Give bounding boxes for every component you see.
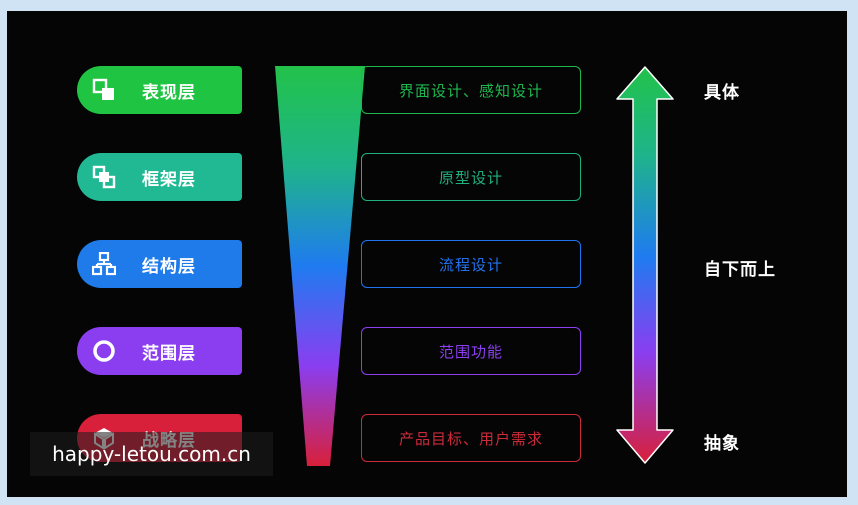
diagram-canvas: 表现层 框架层 结构层: [7, 11, 847, 497]
layer-description-box: 范围功能: [361, 327, 581, 375]
label-concrete: 具体: [704, 83, 740, 103]
layer-pill-skeleton: 框架层: [77, 153, 242, 201]
layer-description-box: 原型设计: [361, 153, 581, 201]
layer-label: 范围层: [142, 343, 196, 364]
label-abstract: 抽象: [704, 434, 740, 454]
ring-icon: [89, 336, 119, 366]
double-arrow: [616, 66, 674, 464]
label-bottom-up: 自下而上: [704, 260, 776, 280]
layer-pill-presentation: 表现层: [77, 66, 242, 114]
diagram-graphics: [275, 66, 674, 466]
layer-label: 结构层: [142, 256, 196, 277]
funnel-shape: [275, 66, 365, 466]
stacked-squares-icon: [89, 162, 119, 192]
layer-description-box: 流程设计: [361, 240, 581, 288]
overlap-squares-icon: [89, 75, 119, 105]
layer-label: 表现层: [142, 82, 196, 103]
layer-description-box: 界面设计、感知设计: [361, 66, 581, 114]
layer-description-box: 产品目标、用户需求: [361, 414, 581, 462]
layer-label: 框架层: [142, 169, 196, 190]
layer-pill-scope: 范围层: [77, 327, 242, 375]
layer-pill-structure: 结构层: [77, 240, 242, 288]
hierarchy-icon: [89, 249, 119, 279]
watermark: happy-letou.com.cn: [30, 432, 273, 476]
